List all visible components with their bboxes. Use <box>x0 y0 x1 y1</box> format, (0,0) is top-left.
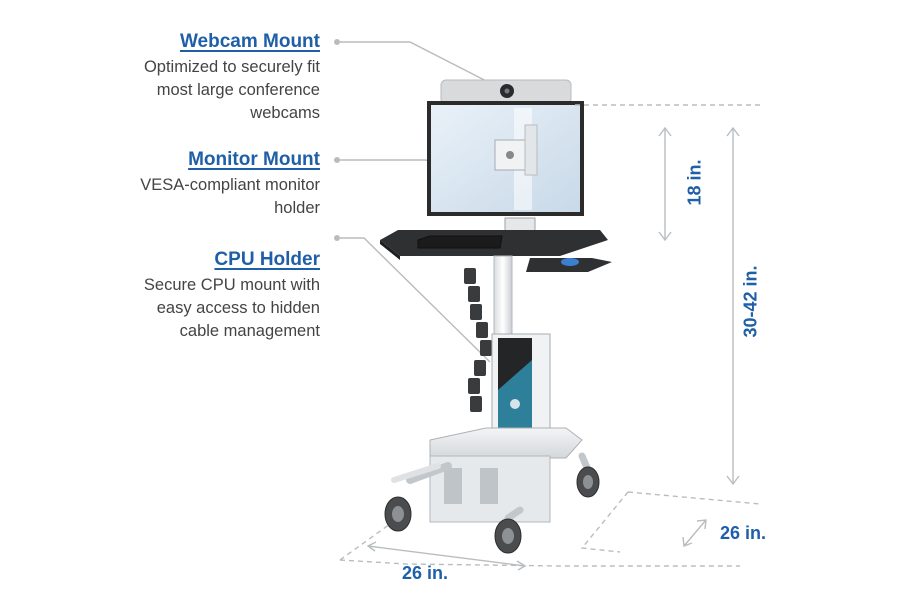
dimension-guides <box>339 104 761 571</box>
cpu-holder-title: CPU Holder <box>214 249 320 270</box>
cpu-holder-desc: Secure CPU mount with easy access to hid… <box>143 276 320 340</box>
cpu-unit <box>491 333 551 435</box>
callout-webcam-mount: Webcam Mount Optimized to securely fit m… <box>144 30 320 125</box>
dimension-width: 26 in. <box>402 563 449 583</box>
dimension-monitor-height: 18 in. <box>684 159 705 206</box>
monitor-mount-desc: VESA-compliant monitor holder <box>140 176 320 217</box>
webcam-mount-desc: Optimized to securely fit most large con… <box>143 58 320 122</box>
cart-base <box>391 427 592 523</box>
dimension-depth: 26 in. <box>720 523 767 543</box>
callout-monitor-mount: Monitor Mount VESA-compliant monitor hol… <box>140 148 320 220</box>
cart-pole <box>493 255 513 347</box>
cable-management <box>464 268 492 412</box>
monitor-mount-title: Monitor Mount <box>188 149 320 170</box>
monitor <box>427 101 584 216</box>
wheels <box>384 466 600 554</box>
work-surface <box>380 230 612 272</box>
webcam <box>440 79 572 110</box>
dimension-cart-height: 30-42 in. <box>740 265 761 338</box>
webcam-mount-title: Webcam Mount <box>179 31 320 52</box>
callout-cpu-holder: CPU Holder Secure CPU mount with easy ac… <box>144 248 320 343</box>
